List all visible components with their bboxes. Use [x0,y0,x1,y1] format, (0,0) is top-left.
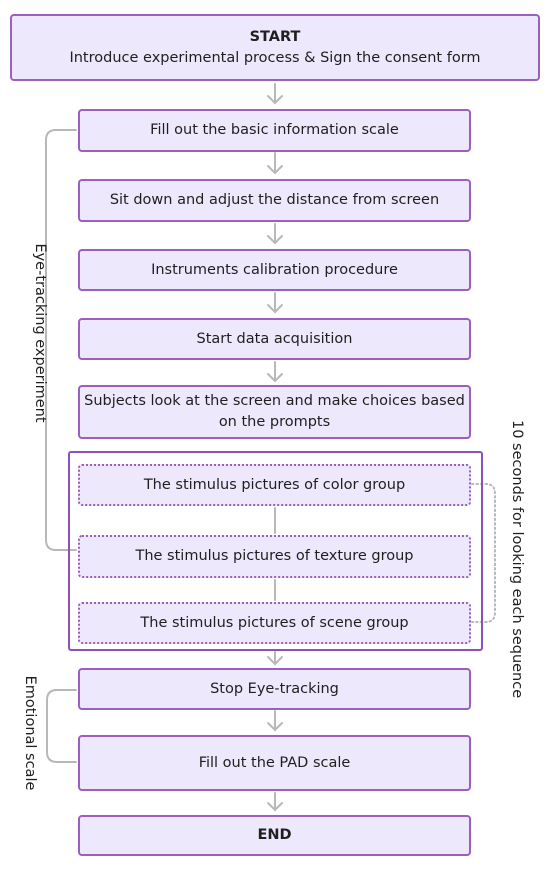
start-title: START [249,28,301,45]
stimulus-frame [68,451,483,651]
stimulus-color-group: The stimulus pictures of color group [78,464,471,506]
step-data-acquisition-label: Start data acquisition [196,330,353,347]
bracket-emotional [46,689,77,763]
label-ten-seconds: 10 seconds for looking each sequence [509,420,525,699]
arrow-frame-to-stop [267,651,283,666]
start-box: START Introduce experimental process & S… [10,14,540,81]
arrow-start-to-basic [267,83,283,105]
step-look-line2: on the prompts [218,414,331,430]
step-pad-label: Fill out the PAD scale [198,754,351,771]
label-eye-tracking-experiment: Eye-tracking experiment [32,243,48,423]
stimulus-texture-group: The stimulus pictures of texture group [78,535,471,578]
step-basic-info: Fill out the basic information scale [78,109,471,152]
step-data-acquisition: Start data acquisition [78,318,471,360]
stimulus-scene-group: The stimulus pictures of scene group [78,602,471,644]
stimulus-scene-label: The stimulus pictures of scene group [140,614,409,631]
start-description: Introduce experimental process & Sign th… [69,49,481,66]
arrow-acquisition-to-look [267,361,283,383]
step-stop-eye-tracking: Stop Eye-tracking [78,668,471,710]
step-stop-label: Stop Eye-tracking [210,680,339,697]
stimulus-color-label: The stimulus pictures of color group [143,476,406,493]
step-calibration: Instruments calibration procedure [78,249,471,291]
arrow-sit-to-calibration [267,223,283,245]
bracket-eye-tracking [45,129,77,551]
arrow-basic-to-sit [267,152,283,175]
end-label: END [257,827,292,843]
end-box: END [78,815,471,856]
step-sit-down-label: Sit down and adjust the distance from sc… [109,192,440,208]
label-emotional-scale: Emotional scale [22,675,38,791]
step-look-line1: Subjects look at the screen and make cho… [84,393,465,409]
step-look-at-screen: Subjects look at the screen and make cho… [78,385,471,439]
arrow-stop-to-pad [267,710,283,732]
step-basic-info-label: Fill out the basic information scale [150,122,399,138]
step-calibration-label: Instruments calibration procedure [151,261,398,278]
arrow-pad-to-end [267,792,283,812]
arrow-calibration-to-acquisition [267,292,283,314]
step-sit-down: Sit down and adjust the distance from sc… [78,179,471,222]
stimulus-texture-label: The stimulus pictures of texture group [135,548,414,564]
step-pad-scale: Fill out the PAD scale [78,735,471,791]
bracket-ten-seconds [471,483,496,623]
